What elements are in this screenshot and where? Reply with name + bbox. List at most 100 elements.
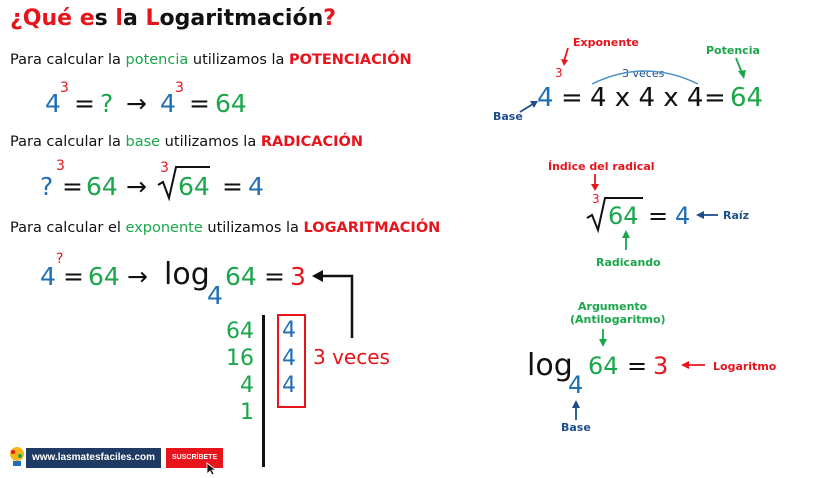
eq-equals: =	[222, 172, 243, 201]
expansion: 4 x 4 x 4	[590, 83, 704, 113]
sentence-text: Para calcular el	[10, 220, 126, 236]
potencia-arrow-icon	[735, 57, 746, 79]
potencia-label: Potencia	[706, 44, 760, 57]
veces-arc-icon	[591, 70, 699, 85]
website-link[interactable]: www.lasmatesfaciles.com	[26, 448, 162, 468]
eq-result: 3	[290, 262, 306, 291]
division-left-1: 16	[226, 346, 254, 371]
division-right-0: 4	[282, 318, 296, 343]
title-part: e	[79, 6, 95, 31]
arrow-icon: →	[127, 262, 148, 291]
eq-result: 3	[653, 352, 669, 380]
eq-exponent: 3	[555, 66, 563, 80]
base-label: Base	[493, 110, 523, 123]
eq-base: 4	[40, 262, 56, 291]
sentence-text: utilizamos la	[160, 134, 261, 150]
logo-icon	[8, 446, 26, 468]
eq-equals: =	[627, 352, 648, 380]
page-title: ¿Qué es la Logaritmación?	[10, 6, 336, 31]
eq-equals: =	[704, 83, 726, 113]
sentence-operation: RADICACIÓN	[260, 134, 364, 150]
indice-arrow-icon	[591, 174, 599, 191]
eq-equals: =	[63, 262, 84, 291]
sentence-text: utilizamos la	[202, 220, 304, 236]
division-left-2: 4	[240, 373, 254, 398]
eq-equals: =	[648, 202, 669, 230]
radical-sign-icon	[586, 197, 643, 234]
base-arrow-icon	[572, 400, 580, 420]
title-part: a	[122, 6, 146, 31]
division-right-1: 4	[282, 346, 296, 371]
log-argument: 64	[225, 262, 257, 291]
division-vertical-line	[262, 315, 265, 467]
logaritmo-arrow-icon	[681, 361, 705, 369]
potencia-equation: 4	[45, 89, 61, 118]
eq-base: 4	[160, 89, 176, 118]
eq-equals: =	[62, 172, 83, 201]
argumento-label: Argumento	[578, 300, 648, 313]
eq-equals: =	[264, 262, 285, 291]
radical-index: 3	[592, 192, 600, 206]
subscribe-button[interactable]: SUSCRÍBETE	[166, 448, 224, 468]
sentence-text: utilizamos la	[188, 52, 290, 68]
eq-exponent: 3	[56, 158, 65, 174]
division-left-3: 1	[240, 400, 254, 425]
eq-result: 64	[730, 83, 764, 113]
log-argument: 64	[588, 352, 619, 380]
raiz-arrow-icon	[696, 211, 718, 219]
eq-unknown: ?	[100, 89, 114, 118]
eq-exponent: 3	[175, 80, 184, 96]
exponente-arrow-icon	[561, 47, 569, 66]
eq-result: 64	[215, 89, 247, 118]
radicando-arrow-icon	[622, 230, 630, 250]
title-part: ogaritmación	[159, 6, 324, 31]
title-part: ?	[323, 6, 337, 31]
sentence-operation: POTENCIACIÓN	[289, 52, 412, 68]
eq-equals: =	[74, 89, 95, 118]
radical-index: 3	[160, 160, 169, 176]
eq-unknown: ?	[40, 172, 54, 201]
potencia-sentence: Para calcular la potencia utilizamos la …	[10, 52, 412, 68]
eq-result: 4	[675, 202, 691, 230]
division-right-2: 4	[282, 373, 296, 398]
log-base: 4	[568, 371, 584, 399]
log-base: 4	[207, 281, 223, 310]
eq-result: 4	[248, 172, 264, 201]
argumento-arrow-icon	[599, 329, 607, 347]
sentence-keyword: potencia	[125, 52, 189, 68]
exponente-label: Exponente	[573, 36, 639, 49]
eq-equals: =	[561, 83, 583, 113]
eq-exponent: ?	[56, 251, 64, 267]
sentence-text: Para calcular la	[10, 134, 126, 150]
sentence-operation: LOGARITMACIÓN	[303, 220, 441, 236]
title-part: ¿Qué	[10, 6, 80, 31]
division-left-0: 64	[226, 319, 254, 344]
radicando-label: Radicando	[596, 256, 661, 269]
indice-label: Índice del radical	[548, 160, 655, 173]
arrow-icon: →	[126, 89, 147, 118]
arrow-icon: →	[126, 172, 147, 201]
base-arrow-icon	[519, 101, 538, 113]
radicand: 64	[178, 172, 210, 201]
times-label: 3 veces	[313, 345, 390, 369]
base-sentence: Para calcular la base utilizamos la RADI…	[10, 134, 363, 150]
radicand: 64	[608, 202, 639, 230]
eq-base: 4	[537, 83, 554, 113]
cursor-icon	[206, 462, 218, 476]
title-part: s	[94, 6, 116, 31]
eq-value: 64	[86, 172, 118, 201]
divisors-box	[277, 314, 306, 408]
sentence-keyword: exponente	[125, 220, 203, 236]
title-part: l	[115, 6, 123, 31]
return-arrow-icon	[312, 270, 354, 338]
eq-value: 64	[88, 262, 120, 291]
veces-label: 3 veces	[622, 67, 665, 80]
sentence-text: Para calcular la	[10, 52, 126, 68]
eq-exponent: 3	[60, 80, 69, 96]
raiz-label: Raíz	[723, 209, 750, 222]
eq-equals: =	[189, 89, 210, 118]
sentence-keyword: base	[125, 134, 161, 150]
logaritmo-label: Logaritmo	[713, 360, 777, 373]
exponente-sentence: Para calcular el exponente utilizamos la…	[10, 220, 440, 236]
base-label: Base	[561, 421, 591, 434]
